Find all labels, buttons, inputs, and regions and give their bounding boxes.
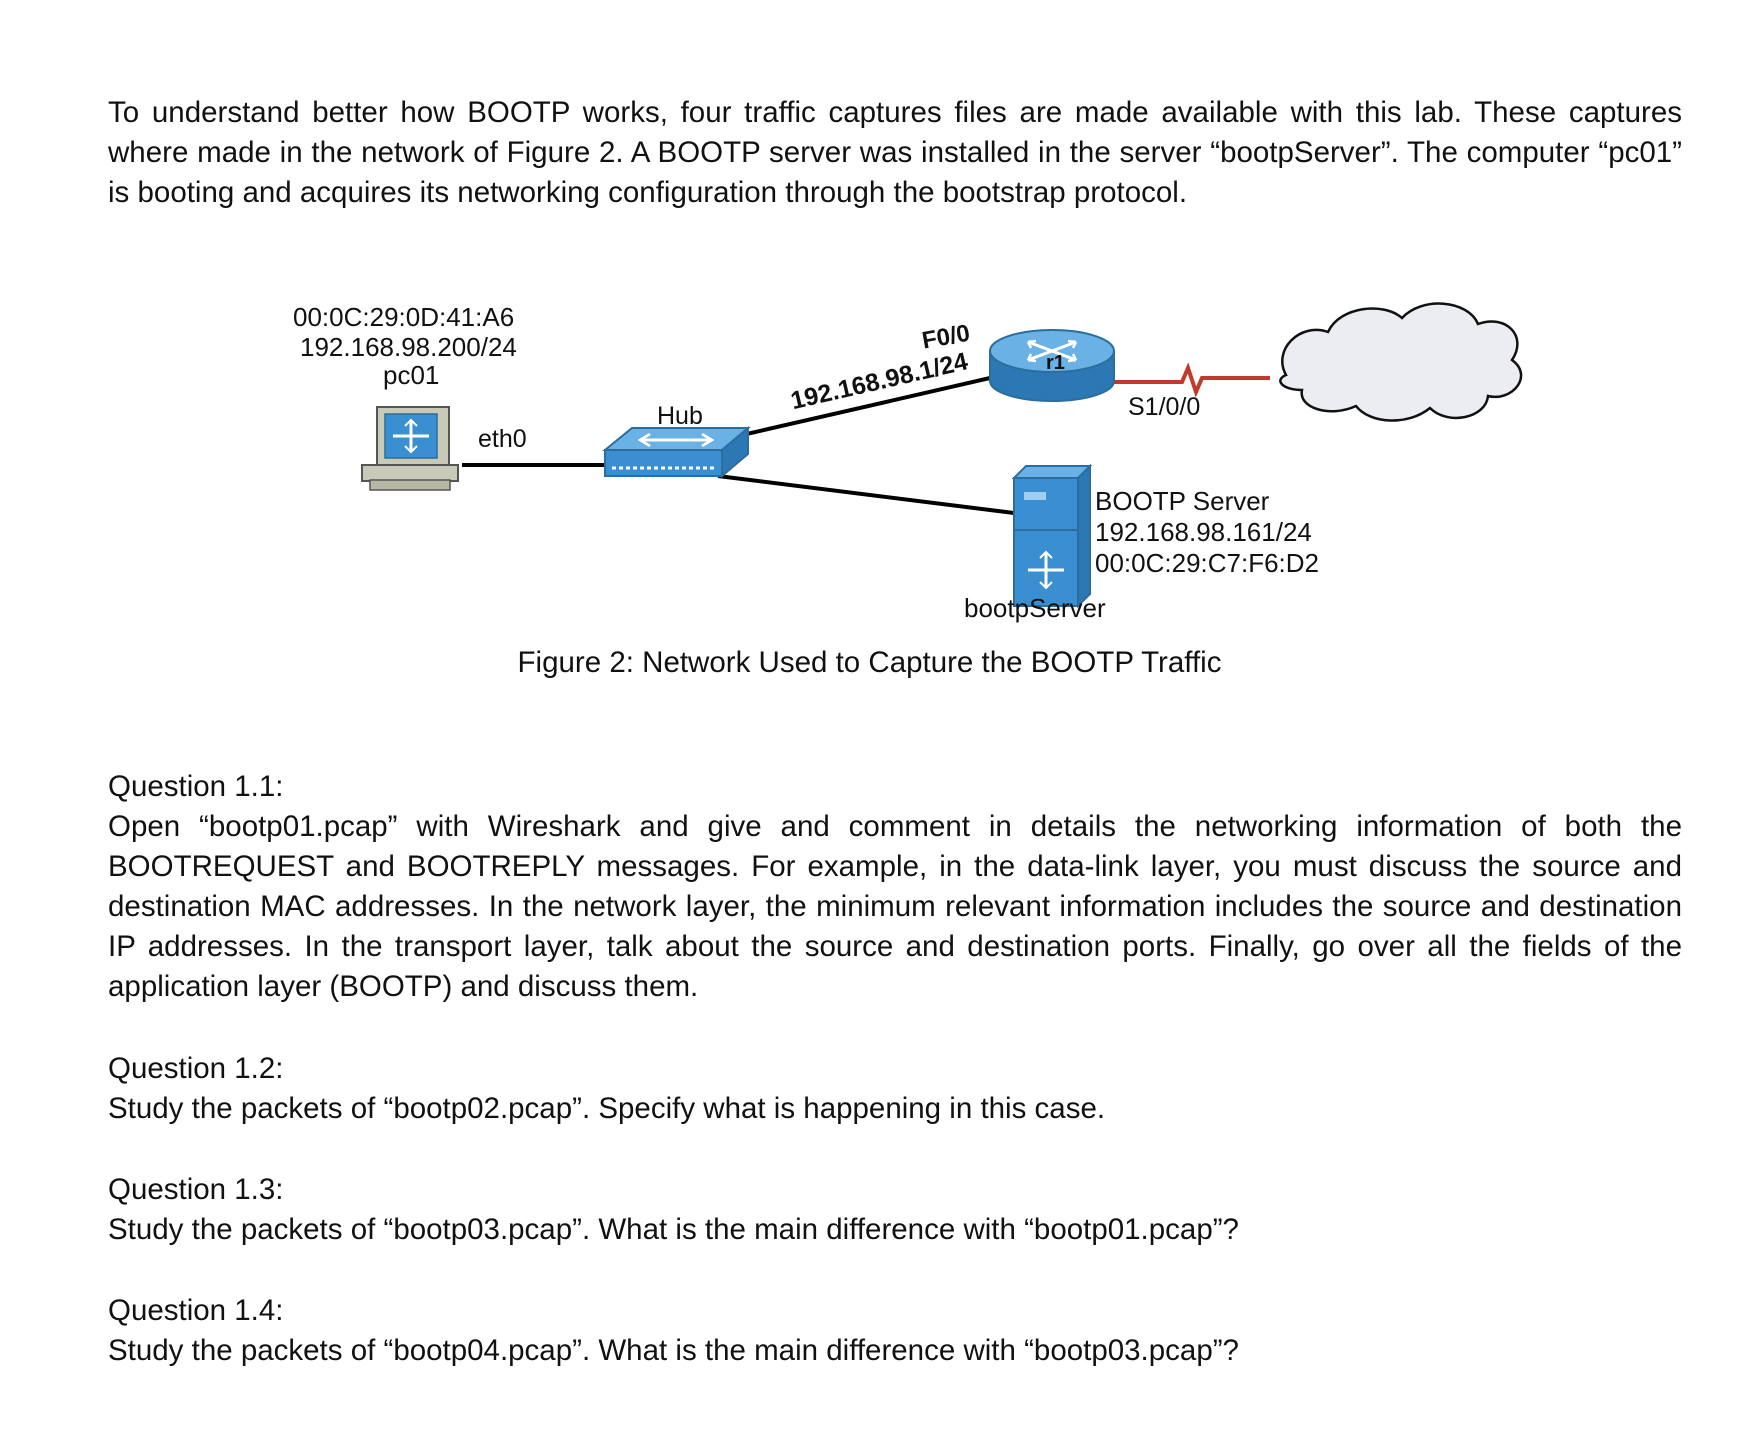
- question-1-1-title: Question 1.1:: [108, 770, 284, 803]
- pc-icon: [361, 406, 459, 491]
- pc-iface-label: eth0: [478, 425, 527, 453]
- server-mac-label: 00:0C:29:C7:F6:D2: [1095, 548, 1320, 578]
- router-name-label: r1: [1046, 352, 1065, 374]
- question-1-1-body: Open “bootp01.pcap” with Wireshark and g…: [108, 810, 1682, 1003]
- network-diagram: 00:0C:29:0D:41:A6 192.168.98.200/24 pc01…: [0, 280, 1739, 720]
- question-1-2-body: Study the packets of “bootp02.pcap”. Spe…: [108, 1092, 1106, 1125]
- intro-paragraph: To understand better how BOOTP works, fo…: [108, 96, 1682, 209]
- question-1-4-title: Question 1.4:: [108, 1294, 284, 1327]
- pc-ip-label: 192.168.98.200/24: [300, 332, 517, 362]
- server-title-label: BOOTP Server: [1095, 486, 1270, 516]
- hub-icon: [602, 425, 751, 479]
- figure-caption: Figure 2: Network Used to Capture the BO…: [517, 646, 1222, 679]
- question-1-3-title: Question 1.3:: [108, 1173, 284, 1206]
- question-1-2-title: Question 1.2:: [108, 1052, 284, 1085]
- router-icon: [989, 329, 1115, 402]
- pc-name-label: pc01: [383, 360, 440, 390]
- cloud-icon: [1279, 302, 1523, 422]
- hub-router-link: [737, 376, 991, 438]
- question-1-3-body: Study the packets of “bootp03.pcap”. Wha…: [108, 1213, 1239, 1246]
- router-iface-s-label: S1/0/0: [1128, 393, 1201, 421]
- hub-label: Hub: [657, 402, 703, 430]
- pc-mac-label: 00:0C:29:0D:41:A6: [293, 302, 515, 332]
- serial-link: [1110, 362, 1270, 398]
- server-ip-label: 192.168.98.161/24: [1095, 517, 1312, 547]
- hub-server-link: [717, 474, 1015, 515]
- server-name-label: bootpServer: [964, 593, 1106, 623]
- question-1-4-body: Study the packets of “bootp04.pcap”. Wha…: [108, 1334, 1239, 1367]
- server-icon: [1011, 463, 1093, 609]
- network-diagram-svg: [361, 302, 1523, 609]
